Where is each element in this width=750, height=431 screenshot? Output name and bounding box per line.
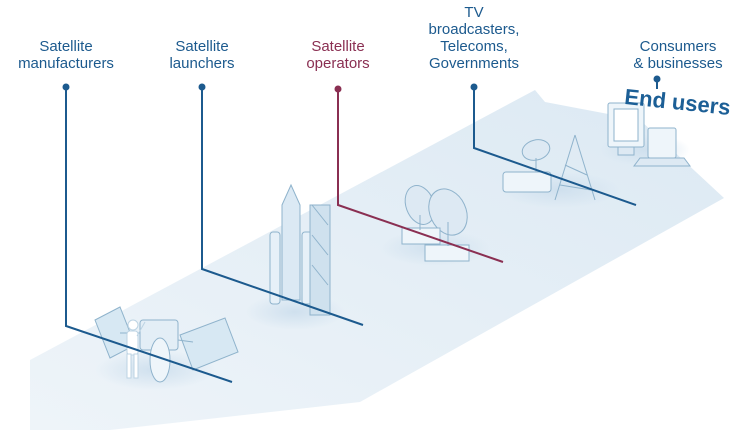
leader-line-launchers (201, 87, 364, 326)
label-line: broadcasters, (428, 21, 520, 38)
label-line: Governments (428, 55, 520, 72)
leader-line-manufacturers (65, 87, 233, 383)
label-satellite-operators: Satellite operators (293, 38, 383, 72)
consumer-devices-illustration (607, 102, 691, 167)
marker-dot-launchers (198, 83, 206, 91)
label-line: Satellite (39, 38, 93, 55)
leader-line-operators (337, 89, 504, 263)
marker-dot-consumers (653, 75, 661, 83)
label-line: Satellite (311, 38, 365, 55)
marker-dot-broadcasters (470, 83, 478, 91)
label-line: & businesses (633, 55, 723, 72)
label-line: launchers (169, 55, 235, 72)
label-line: Satellite (175, 38, 229, 55)
ground-station-illustration (401, 185, 470, 262)
label-satellite-launchers: Satellite launchers (157, 38, 247, 72)
leader-line-broadcasters (473, 87, 637, 206)
rocket-illustration (269, 183, 331, 316)
label-satellite-manufacturers: Satellite manufacturers (10, 38, 122, 72)
marker-dot-manufacturers (62, 83, 70, 91)
broadcast-illustration (502, 134, 596, 201)
label-consumers-businesses: Consumers & businesses (620, 38, 736, 72)
label-line: Consumers (639, 38, 717, 55)
label-line: operators (306, 55, 370, 72)
label-line: manufacturers (18, 55, 114, 72)
label-line: TV (464, 4, 484, 21)
satellite-illustration (94, 306, 239, 383)
marker-dot-operators (334, 85, 342, 93)
label-line: Telecoms, (440, 38, 508, 55)
label-tv-broadcasters: TV broadcasters, Telecoms, Governments (415, 4, 533, 72)
